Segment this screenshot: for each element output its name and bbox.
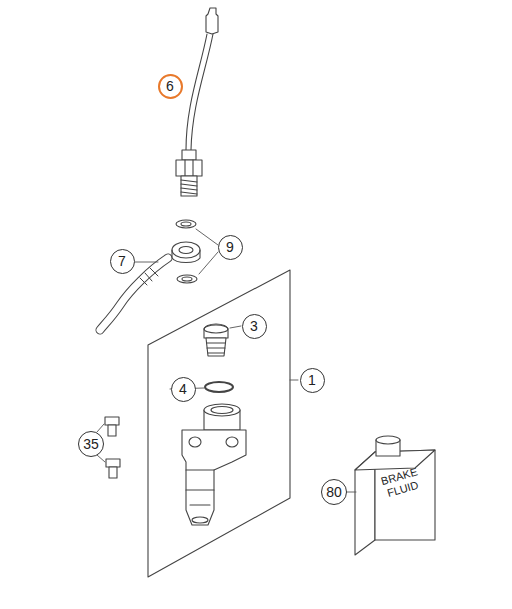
reservoir-cap — [204, 324, 228, 338]
callout-number: 4 — [179, 382, 187, 396]
sensor-thread — [181, 176, 197, 196]
banjo-fitting — [172, 242, 200, 258]
washer — [176, 220, 196, 228]
washer — [177, 275, 197, 283]
o-ring — [205, 382, 233, 392]
sensor-hex — [176, 160, 202, 176]
wire — [186, 34, 207, 150]
callout-number: 80 — [326, 485, 342, 499]
assembly-panel — [148, 270, 290, 577]
callout-circle: 35 — [78, 431, 104, 457]
callout-circle: 7 — [110, 249, 135, 274]
callout-number: 7 — [118, 254, 126, 268]
callout-circle: 6 — [158, 74, 183, 99]
callout-circle: 9 — [218, 235, 243, 260]
callout-number: 1 — [308, 373, 316, 387]
connector — [206, 8, 218, 34]
wire — [191, 34, 213, 150]
callout-number: 35 — [83, 437, 99, 451]
callout-circle: 1 — [300, 368, 325, 393]
leader-line — [97, 229, 356, 492]
master-cylinder — [182, 404, 246, 525]
callout-circle: 80 — [321, 479, 347, 505]
callout-number: 3 — [250, 319, 258, 333]
brake-fluid-bottle — [355, 436, 435, 555]
screw — [105, 417, 120, 478]
callout-number: 9 — [226, 240, 234, 254]
callout-circle: 3 — [242, 314, 267, 339]
callout-number: 6 — [166, 79, 174, 93]
callout-circle: 4 — [171, 377, 196, 402]
